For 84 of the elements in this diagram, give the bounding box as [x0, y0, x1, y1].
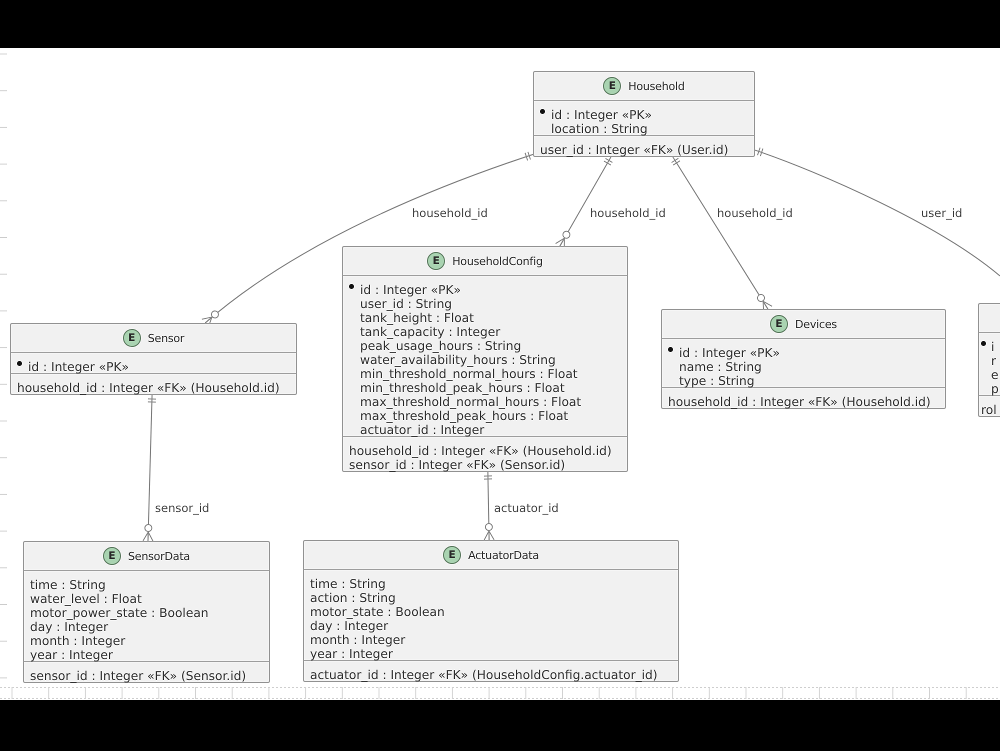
foreign-key-text: household_id : Integer «FK» (Household.id)	[668, 395, 931, 409]
attribute-text: action : String	[310, 591, 396, 605]
entity-compartment	[979, 332, 1000, 395]
entity-compartment	[343, 275, 627, 436]
attribute-text: id : Integer «PK»	[551, 108, 652, 122]
attribute-text: peak_usage_hours : String	[360, 339, 522, 353]
entity-box	[23, 541, 270, 683]
attribute-text: day : Integer	[30, 620, 108, 634]
attribute-text: i	[991, 340, 994, 354]
entity-name: HouseholdConfig	[452, 254, 543, 268]
entity-compartment	[11, 373, 296, 394]
entity-box	[661, 309, 946, 409]
entity-name: Sensor	[148, 332, 184, 344]
attribute-text: min_threshold_peak_hours : Float	[360, 381, 565, 395]
attribute-text: year : Integer	[310, 647, 393, 661]
edge-label: household_id	[589, 206, 667, 220]
attribute-text: max_threshold_normal_hours : Float	[360, 395, 582, 409]
attribute-text: day : Integer	[310, 619, 388, 633]
entity-badge: E	[122, 329, 141, 347]
edge-label: household_id	[716, 206, 794, 220]
foreign-key-text: actuator_id : Integer «FK» (HouseholdConfig.actuator_id)	[310, 668, 658, 682]
attribute-text: p	[991, 382, 999, 396]
edge-label: household_id	[411, 206, 489, 220]
entity-compartment	[662, 338, 945, 387]
entity-compartment	[979, 395, 1000, 416]
attribute-text: user_id : String	[360, 297, 452, 311]
foreign-key-text: rol	[981, 403, 997, 417]
attribute-text: tank_capacity : Integer	[360, 325, 500, 339]
entity-compartment	[24, 661, 269, 682]
attribute-text: max_threshold_peak_hours : Float	[360, 409, 568, 423]
attribute-text: e	[991, 368, 998, 382]
entity-name: Devices	[795, 318, 837, 330]
attribute-text: r	[991, 354, 996, 368]
attribute-text: time : String	[30, 578, 106, 592]
entity-badge: E	[427, 252, 446, 270]
attribute-text: location : String	[551, 122, 648, 136]
attribute-text: id : Integer «PK»	[28, 360, 129, 374]
entity-compartment	[11, 352, 296, 373]
attribute-text: water_availability_hours : String	[360, 353, 556, 367]
attribute-text: time : String	[310, 577, 386, 591]
entity-box	[303, 540, 679, 682]
attribute-text: actuator_id : Integer	[360, 423, 484, 437]
entity-box	[533, 71, 755, 157]
entity-compartment	[534, 100, 754, 135]
foreign-key-text: household_id : Integer «FK» (Household.id)	[17, 381, 280, 395]
entity-compartment	[662, 387, 945, 408]
entity-compartment	[304, 660, 678, 681]
entity-badge: E	[603, 77, 622, 95]
entity-badge: E	[103, 547, 121, 565]
attribute-text: type : String	[679, 374, 754, 388]
attribute-text: tank_height : Float	[360, 311, 474, 325]
entity-compartment	[534, 135, 754, 156]
attribute-text: id : Integer «PK»	[360, 283, 461, 297]
attribute-text: year : Integer	[30, 648, 113, 662]
attribute-text: motor_power_state : Boolean	[30, 606, 209, 620]
entity-badge: E	[443, 546, 462, 564]
relationship-line	[754, 148, 1000, 276]
foreign-key-text: sensor_id : Integer «FK» (Sensor.id)	[349, 458, 566, 472]
entity-compartment	[24, 570, 269, 661]
edge-label: sensor_id	[154, 501, 210, 515]
entity-compartment	[304, 569, 678, 660]
attribute-text: month : Integer	[310, 633, 406, 647]
entity-name: SensorData	[128, 550, 190, 562]
attribute-text: id : Integer «PK»	[679, 346, 780, 360]
edge-label: user_id	[920, 206, 964, 220]
foreign-key-text: user_id : Integer «FK» (User.id)	[540, 143, 728, 157]
edge-label: actuator_id	[493, 501, 560, 515]
entity-name: ActuatorData	[468, 548, 539, 562]
relationship-line	[484, 472, 495, 541]
attribute-text: name : String	[679, 360, 762, 374]
relationship-line	[555, 156, 613, 249]
entity-badge: E	[770, 315, 788, 333]
entity-compartment	[343, 436, 627, 471]
attribute-text: month : Integer	[30, 634, 126, 648]
entity-box	[342, 246, 628, 472]
relationship-line	[142, 394, 156, 542]
entity-box	[10, 323, 297, 395]
foreign-key-text: household_id : Integer «FK» (Household.id)	[349, 444, 612, 458]
entity-box	[978, 303, 1000, 417]
attribute-text: motor_state : Boolean	[310, 605, 445, 619]
foreign-key-text: sensor_id : Integer «FK» (Sensor.id)	[30, 669, 246, 683]
entity-name: Household	[628, 80, 685, 92]
attribute-text: water_level : Float	[30, 592, 142, 606]
attribute-text: min_threshold_normal_hours : Float	[360, 367, 578, 381]
